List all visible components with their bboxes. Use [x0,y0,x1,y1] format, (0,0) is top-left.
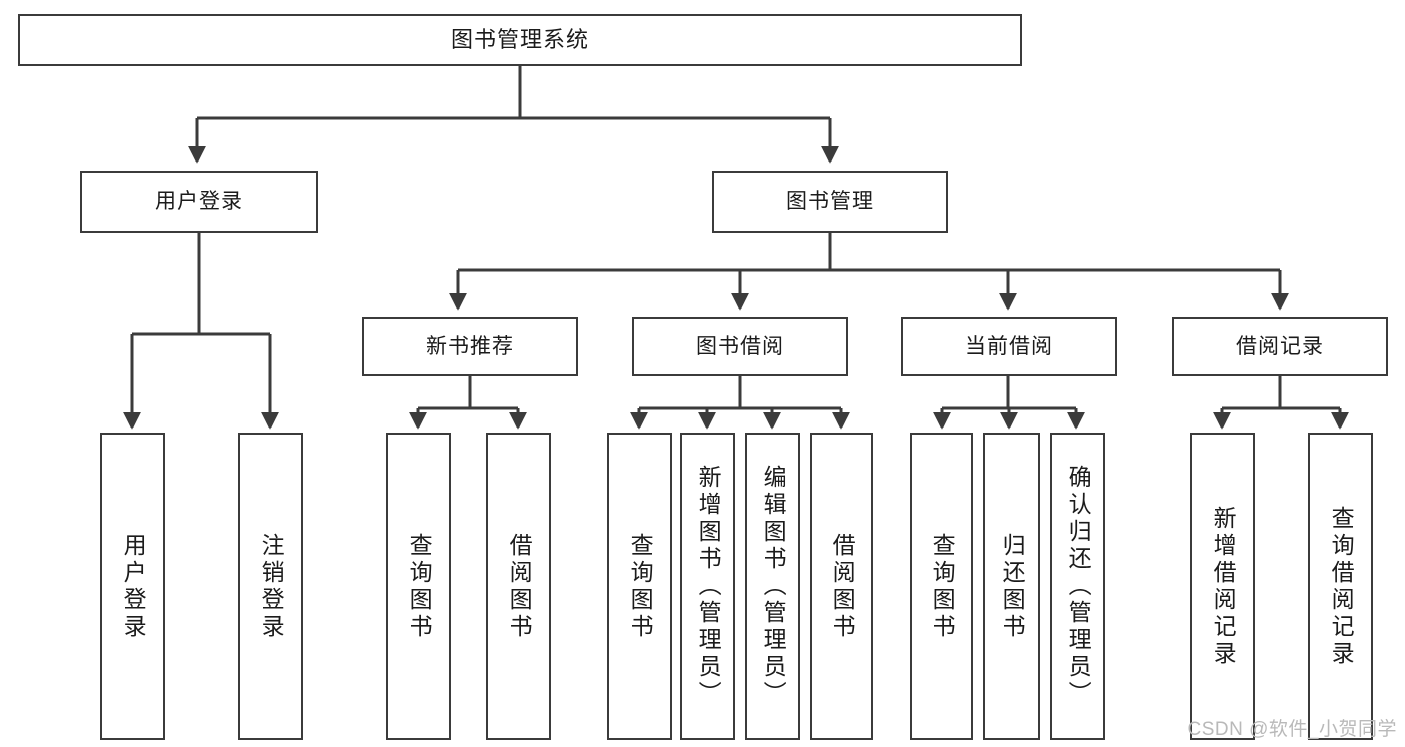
node-borrow-record-label: 借阅记录 [1236,334,1324,358]
node-leaf-add-record[interactable]: 新增借阅记录 [1190,433,1255,740]
node-current-borrow[interactable]: 当前借阅 [901,317,1117,376]
node-leaf-query-book-1[interactable]: 查询图书 [386,433,451,740]
node-leaf-edit-book[interactable]: 编辑图书（管理员） [745,433,800,740]
node-user-login-label: 用户登录 [155,190,243,214]
node-leaf-add-book-label: 新增图书（管理员） [695,465,722,708]
node-leaf-return-book[interactable]: 归还图书 [983,433,1040,740]
node-leaf-logout-login-label: 注销登录 [258,532,285,641]
node-root-label: 图书管理系统 [450,26,589,52]
node-current-borrow-label: 当前借阅 [965,334,1053,358]
node-leaf-query-book-3-label: 查询图书 [929,532,956,641]
node-book-borrow[interactable]: 图书借阅 [632,317,848,376]
node-leaf-confirm-return[interactable]: 确认归还（管理员） [1050,433,1105,740]
node-borrow-record[interactable]: 借阅记录 [1172,317,1388,376]
node-leaf-edit-book-label: 编辑图书（管理员） [760,465,787,708]
node-user-login[interactable]: 用户登录 [80,171,318,233]
node-leaf-query-book-2-label: 查询图书 [627,532,654,641]
node-leaf-return-book-label: 归还图书 [999,532,1026,641]
node-book-borrow-label: 图书借阅 [696,334,784,358]
node-leaf-user-login-label: 用户登录 [120,532,147,641]
node-new-book-recommend[interactable]: 新书推荐 [362,317,578,376]
node-leaf-borrow-book-1[interactable]: 借阅图书 [486,433,551,740]
node-leaf-logout-login[interactable]: 注销登录 [238,433,303,740]
node-leaf-query-book-3[interactable]: 查询图书 [910,433,973,740]
node-leaf-query-book-2[interactable]: 查询图书 [607,433,672,740]
node-leaf-user-login[interactable]: 用户登录 [100,433,165,740]
node-leaf-add-record-label: 新增借阅记录 [1210,505,1237,668]
node-leaf-confirm-return-label: 确认归还（管理员） [1065,465,1092,708]
node-leaf-query-record-label: 查询借阅记录 [1328,505,1355,668]
node-leaf-query-book-1-label: 查询图书 [406,532,433,641]
node-leaf-query-record[interactable]: 查询借阅记录 [1308,433,1373,740]
node-leaf-borrow-book-1-label: 借阅图书 [506,532,533,641]
node-leaf-add-book[interactable]: 新增图书（管理员） [680,433,735,740]
watermark-text: CSDN @软件_小贺同学 [1187,719,1397,740]
node-root[interactable]: 图书管理系统 [18,14,1022,66]
node-book-manage-label: 图书管理 [786,190,874,214]
node-book-manage[interactable]: 图书管理 [712,171,948,233]
node-new-book-recommend-label: 新书推荐 [426,334,514,358]
node-leaf-borrow-book-2-label: 借阅图书 [829,532,856,641]
node-leaf-borrow-book-2[interactable]: 借阅图书 [810,433,873,740]
